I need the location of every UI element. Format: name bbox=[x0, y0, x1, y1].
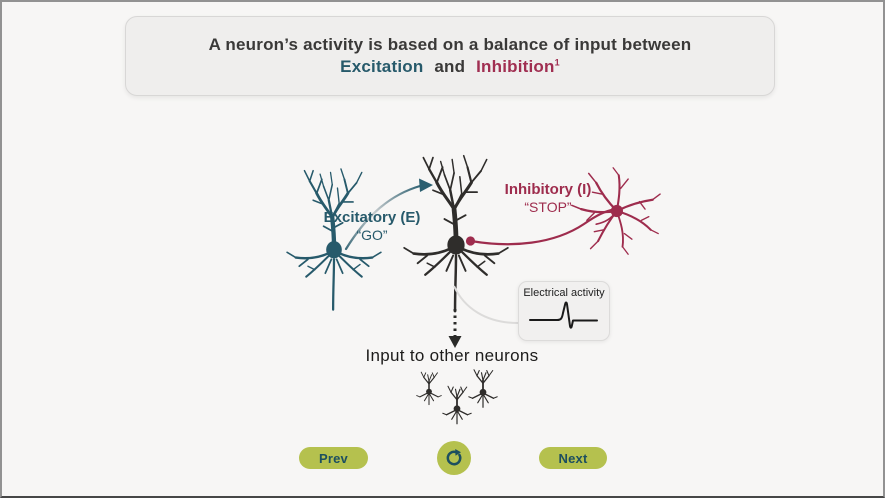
inhibitory-label: Inhibitory (I) bbox=[504, 181, 592, 198]
inhibitory-label-group: Inhibitory (I) “STOP” bbox=[488, 181, 608, 215]
excitation-word: Excitation bbox=[340, 57, 424, 76]
footnote-marker: 1 bbox=[554, 57, 560, 68]
next-button[interactable]: Next bbox=[539, 447, 607, 469]
excitatory-label: Excitatory (E) bbox=[323, 209, 421, 226]
inhibition-word: Inhibition1 bbox=[476, 57, 560, 76]
title-line-1: A neuron’s activity is based on a balanc… bbox=[208, 35, 692, 54]
and-word: and bbox=[434, 57, 466, 76]
prev-button-label: Prev bbox=[319, 450, 348, 466]
inhibitory-quote: “STOP” bbox=[524, 199, 572, 216]
excitatory-quote: “GO” bbox=[356, 227, 388, 244]
spike-waveform-icon bbox=[529, 301, 598, 329]
output-caption: Input to other neurons bbox=[365, 346, 539, 365]
title-card: A neuron’s activity is based on a balanc… bbox=[125, 16, 775, 96]
small-neuron bbox=[416, 370, 442, 412]
electrical-activity-card: Electrical activity bbox=[518, 281, 610, 341]
next-button-label: Next bbox=[558, 450, 588, 466]
refresh-button[interactable] bbox=[437, 441, 471, 475]
small-neuron bbox=[468, 368, 498, 415]
refresh-icon bbox=[446, 449, 462, 466]
title-line-2: Excitation and Inhibition1 bbox=[337, 57, 563, 77]
excitatory-label-group: Excitatory (E) “GO” bbox=[312, 209, 432, 243]
prev-button[interactable]: Prev bbox=[299, 447, 368, 469]
electrical-activity-label: Electrical activity bbox=[523, 287, 605, 299]
